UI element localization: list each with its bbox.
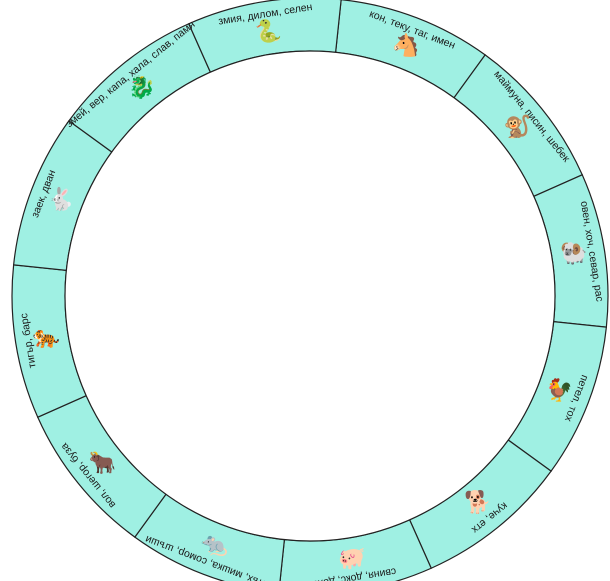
rooster-icon: 🐓: [546, 378, 573, 404]
pig-icon: 🐖: [338, 547, 365, 572]
monkey-icon: 🐒: [504, 114, 531, 140]
snake-icon: 🐍: [255, 18, 282, 44]
rat-icon: 🐀: [201, 532, 229, 557]
dog-icon: 🐕: [464, 489, 491, 515]
tiger-icon: 🐅: [33, 325, 60, 350]
rabbit-icon: 🐇: [47, 186, 74, 212]
inner-disc: [65, 51, 555, 541]
dragon-icon: 🐉: [128, 75, 155, 101]
ox-icon: 🐂: [89, 451, 116, 476]
horse-icon: 🐴: [392, 33, 419, 59]
ram-icon: 🐏: [560, 241, 587, 266]
